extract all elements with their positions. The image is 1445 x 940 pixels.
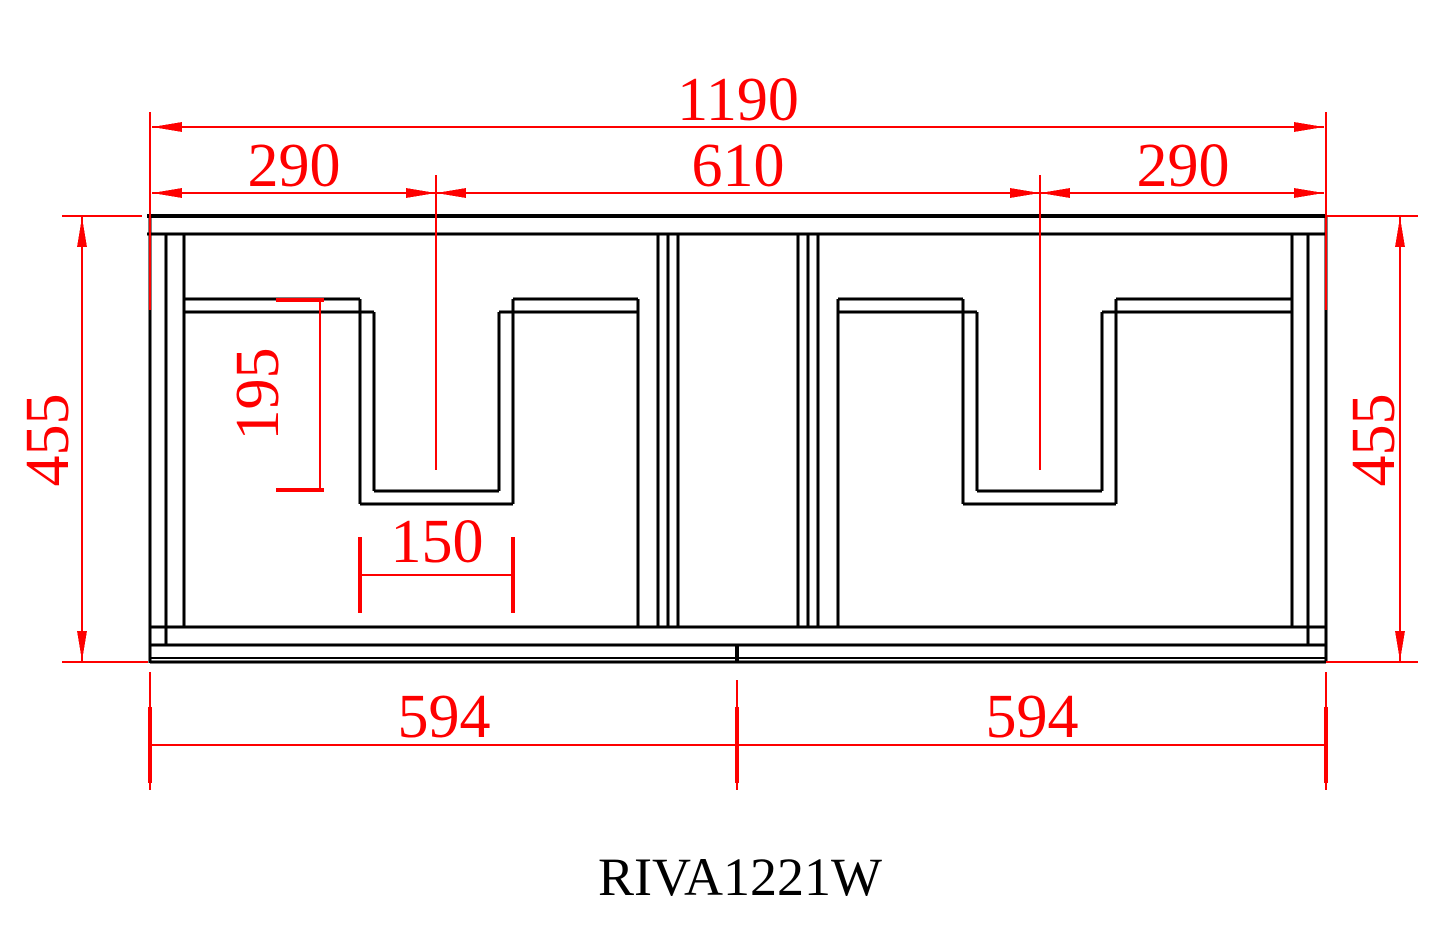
arrow-up-icon (1395, 217, 1405, 247)
dim-label-total-width: 1190 (677, 66, 799, 134)
dim-handle-width: 150 (358, 508, 515, 613)
left-door (164, 234, 660, 645)
arrow-left-icon (436, 188, 466, 198)
dim-label-right-handle-center: 290 (1137, 132, 1230, 200)
arrow-left-icon (152, 188, 182, 198)
left-door-handle-notch (358, 299, 515, 506)
countertop (147, 214, 1327, 236)
dim-label-handle-depth: 195 (224, 348, 292, 441)
extension-lines (62, 112, 1418, 790)
dim-label-handle-spacing: 610 (692, 132, 785, 200)
dim-label-handle-width: 150 (391, 508, 484, 576)
dim-label-left-section-width: 594 (398, 683, 491, 751)
arrow-right-icon (1294, 122, 1324, 132)
arrow-right-icon (1294, 188, 1324, 198)
dim-section-widths: 594 594 (148, 683, 1328, 783)
arrow-right-icon (1010, 188, 1040, 198)
dim-label-height-left: 455 (14, 394, 82, 487)
arrow-left-icon (152, 122, 182, 132)
product-code-title: RIVA1221W (598, 847, 882, 907)
dim-handle-offsets: 290 610 290 (152, 132, 1324, 200)
cabinet-carcass (148, 216, 1328, 664)
dim-height-right: 455 (1340, 217, 1408, 661)
arrow-down-icon (77, 631, 87, 661)
dim-label-left-handle-center: 290 (248, 132, 341, 200)
right-door-handle-notch (961, 299, 1118, 506)
arrow-down-icon (1395, 631, 1405, 661)
dim-label-height-right: 455 (1340, 394, 1408, 487)
arrow-left-icon (1040, 188, 1070, 198)
dim-total-width: 1190 (152, 66, 1324, 134)
right-door (816, 234, 1310, 645)
arrow-right-icon (406, 188, 436, 198)
dim-label-right-section-width: 594 (986, 683, 1079, 751)
dim-height-left: 455 (14, 217, 87, 661)
arrow-up-icon (77, 217, 87, 247)
dim-handle-depth: 195 (224, 298, 324, 492)
